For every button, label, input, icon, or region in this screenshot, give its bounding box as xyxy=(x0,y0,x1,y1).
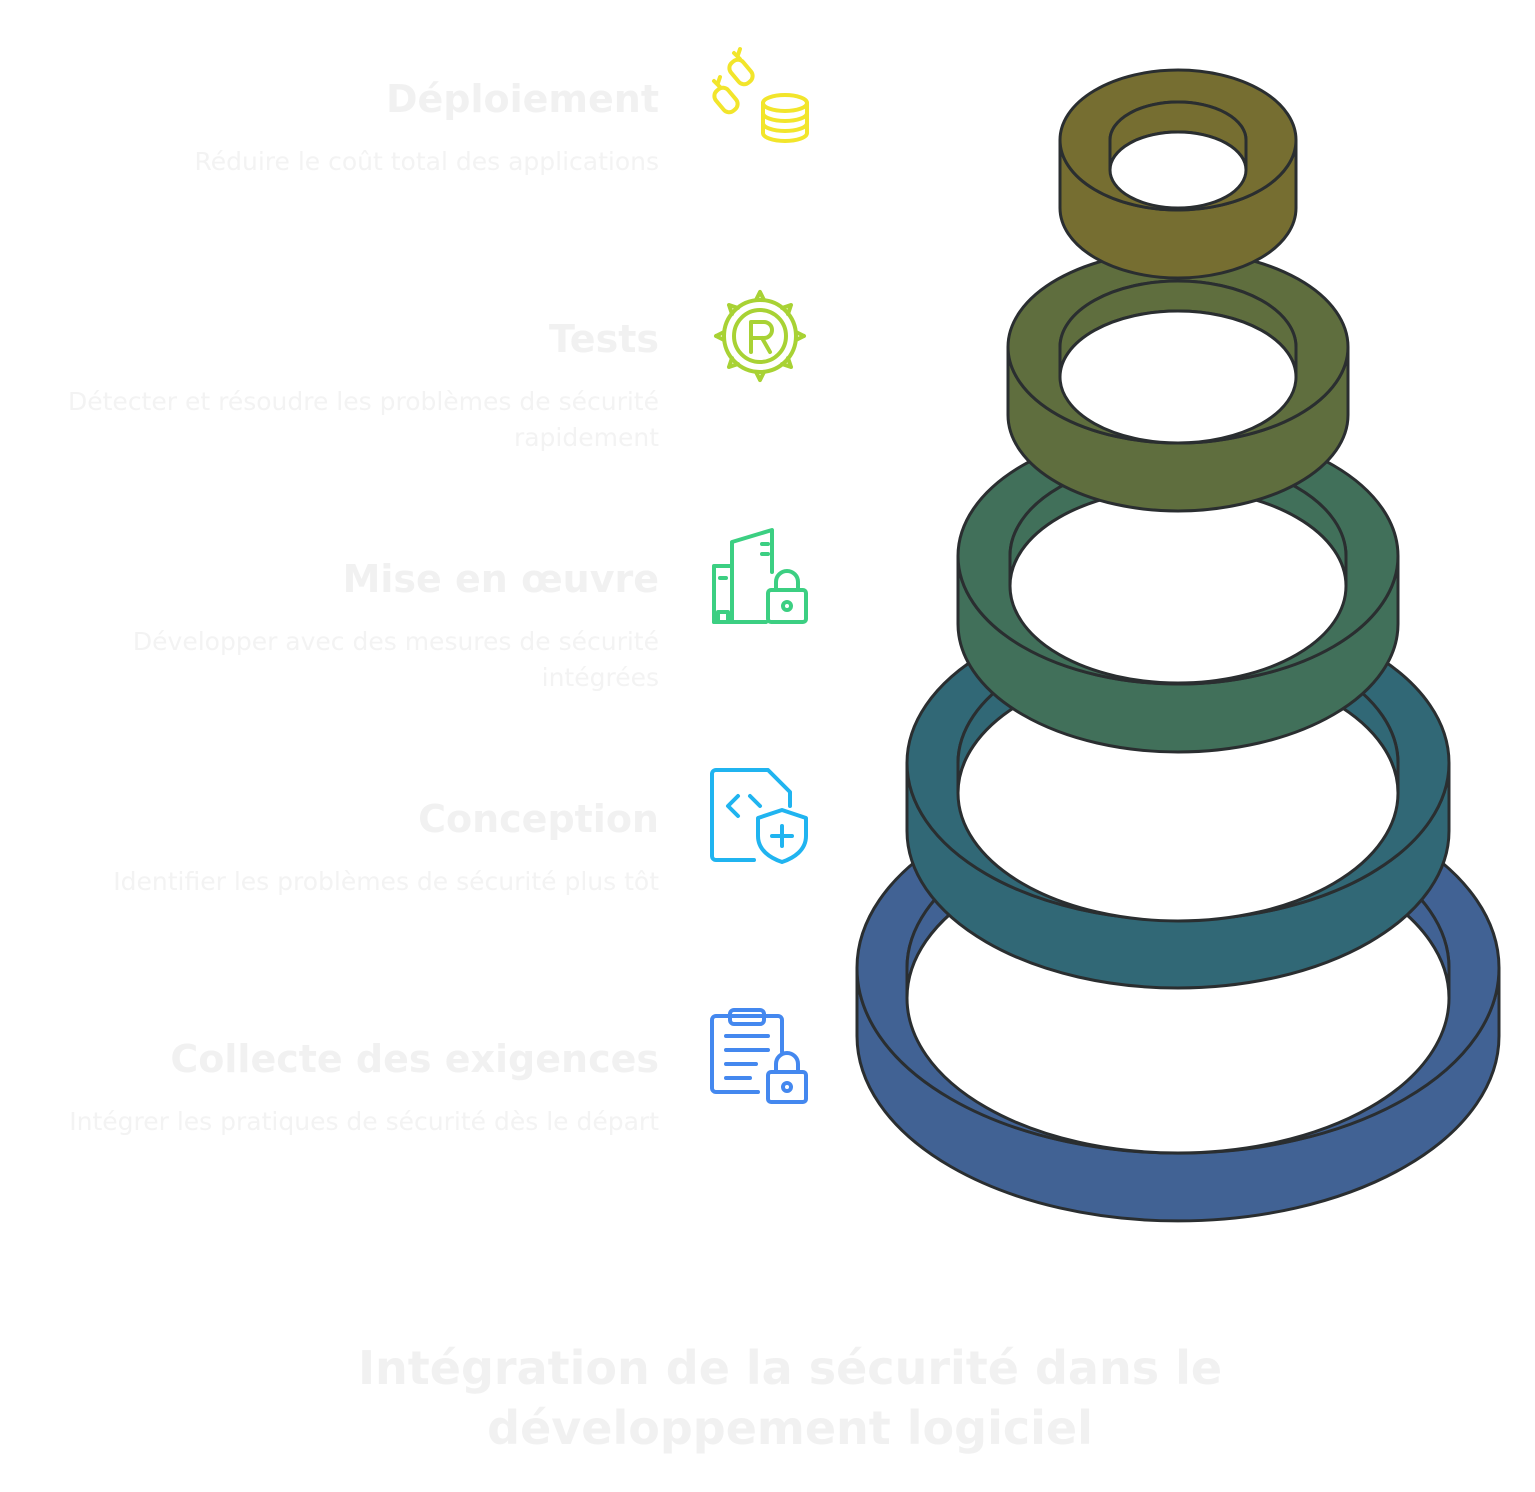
layer-conception: Conception Identifier les problèmes de s… xyxy=(59,796,659,900)
ring-opening xyxy=(1008,487,1348,685)
ring-0 xyxy=(1058,68,1298,280)
ring-opening xyxy=(1108,130,1248,210)
ring-1 xyxy=(1006,249,1350,513)
layer-description: Développer avec des mesures de sécurité … xyxy=(132,627,659,692)
layer-description: Intégrer les pratiques de sécurité dès l… xyxy=(69,1107,659,1136)
bombs-database-icon xyxy=(710,45,810,145)
layer-title: Tests xyxy=(548,317,659,361)
layer-description: Réduire le coût total des applications xyxy=(194,147,659,176)
clipboard-lock-icon xyxy=(710,1006,810,1106)
layer-tests: Tests Détecter et résoudre les problèmes… xyxy=(59,316,659,456)
buildings-lock-icon xyxy=(710,526,810,626)
layer-mise-en-oeuvre: Mise en œuvre Développer avec des mesure… xyxy=(59,556,659,696)
rust-gear-icon xyxy=(710,286,810,386)
ring-opening xyxy=(1058,309,1298,445)
layer-title: Mise en œuvre xyxy=(342,557,659,601)
layer-collecte-des-exigences: Collecte des exigences Intégrer les prat… xyxy=(59,1036,659,1140)
diagram-title: Intégration de la sécurité dans le dével… xyxy=(357,1341,1223,1455)
layer-title: Collecte des exigences xyxy=(170,1037,659,1081)
layer-title: Déploiement xyxy=(385,77,659,121)
layer-deploiement: Déploiement Réduire le coût total des ap… xyxy=(59,76,659,180)
layer-description: Détecter et résoudre les problèmes de sé… xyxy=(68,387,659,452)
layer-description: Identifier les problèmes de sécurité plu… xyxy=(113,867,659,896)
code-file-shield-icon xyxy=(710,766,810,866)
layer-title: Conception xyxy=(418,797,659,841)
